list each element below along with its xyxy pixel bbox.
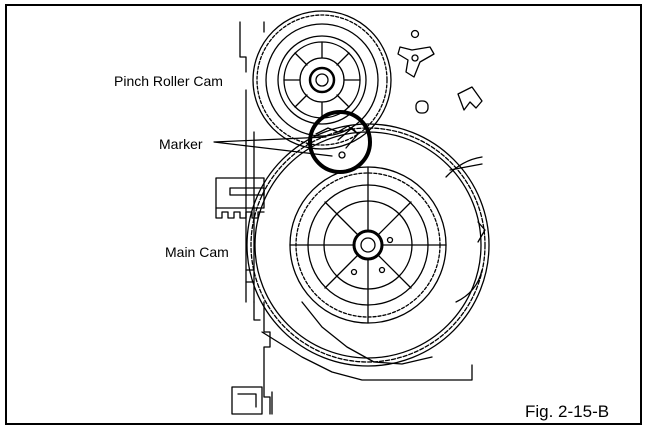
marker-leader-lines	[213, 136, 333, 157]
mechanism-drawing	[213, 10, 490, 415]
pinch-roller-cam-label: Pinch Roller Cam	[114, 73, 223, 89]
marker-label: Marker	[159, 136, 203, 152]
right-side-parts	[397, 29, 486, 303]
marker-detail	[315, 125, 359, 159]
main-cam-label: Main Cam	[165, 244, 229, 260]
main-cam	[246, 123, 490, 381]
figure-frame: Pinch Roller Cam Marker Main Cam Fig. 2-…	[5, 4, 642, 425]
figure-caption: Fig. 2-15-B	[525, 402, 610, 421]
rack-gear	[215, 177, 265, 219]
marker-highlight-circle	[308, 110, 372, 174]
